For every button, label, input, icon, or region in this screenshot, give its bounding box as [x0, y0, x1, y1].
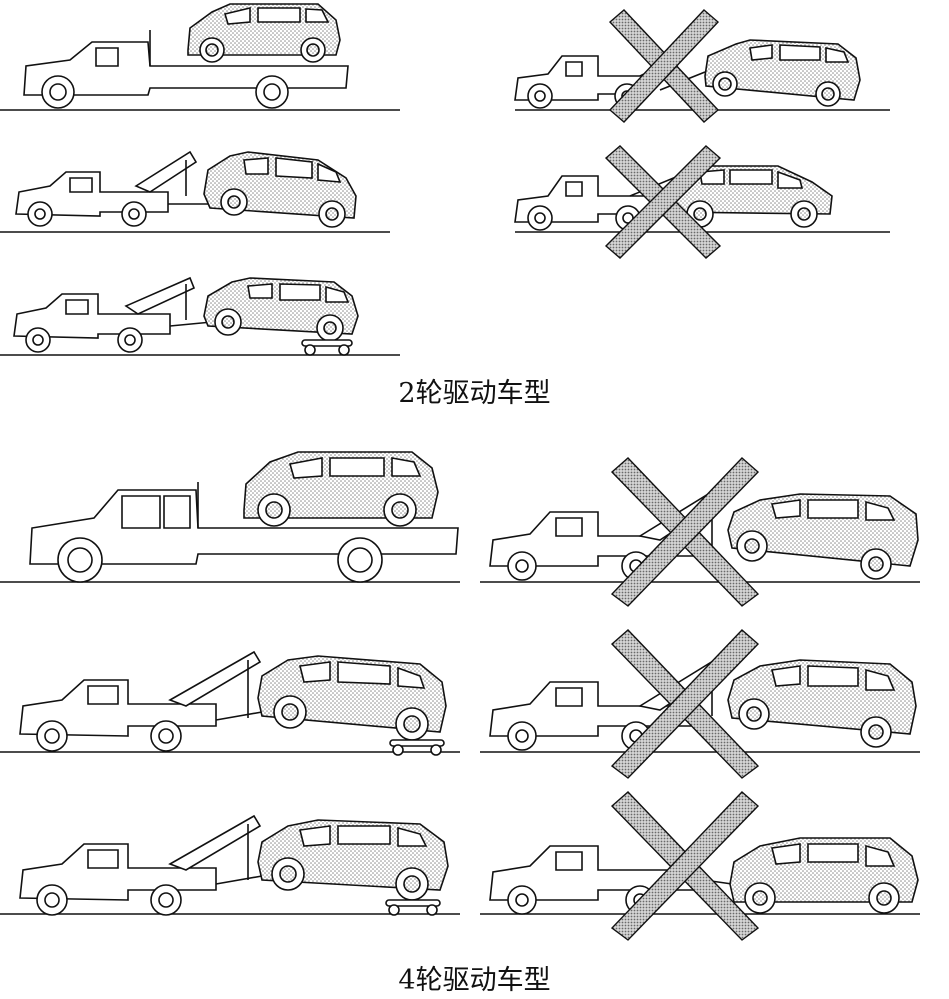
- scene-4wd-flat-tow-prohibited: [480, 791, 920, 941]
- towed-vehicle: [203, 151, 357, 228]
- tow-truck: [13, 276, 213, 353]
- scene-2wd-wheel-lift-rear: [0, 150, 390, 233]
- scene-2wd-flatbed: [0, 3, 400, 111]
- towed-vehicle: [729, 837, 919, 914]
- prohibited-cross-mark: [610, 629, 760, 779]
- scene-2wd-wheel-lift-dolly: [0, 276, 400, 356]
- towed-vehicle: [203, 277, 359, 342]
- tow-truck: [23, 30, 349, 109]
- tow-dolly: [385, 899, 441, 916]
- scene-2wd-wheel-lift-front-prohibited: [514, 9, 890, 123]
- towed-vehicle: [257, 819, 449, 901]
- scene-4wd-flatbed: [0, 451, 460, 583]
- caption-two-wheel-drive: 2轮驱动车型: [398, 378, 551, 409]
- towed-vehicle: [704, 39, 861, 107]
- tow-truck: [29, 482, 459, 583]
- prohibited-cross-mark: [610, 457, 760, 607]
- scene-4wd-wheel-lift-front-prohibited: [480, 629, 920, 779]
- towed-vehicle: [727, 659, 917, 748]
- scene-4wd-wheel-lift-front-dolly: [0, 814, 460, 916]
- tow-truck: [19, 814, 263, 916]
- prohibited-cross-mark: [608, 9, 720, 123]
- prohibited-cross-mark: [604, 145, 722, 259]
- tow-dolly: [389, 739, 445, 756]
- scene-2wd-wheel-lift-rear-prohibited: [514, 145, 890, 259]
- tow-truck: [15, 150, 210, 227]
- tow-truck: [19, 650, 263, 752]
- scene-4wd-wheel-lift-rear-prohibited: [480, 457, 920, 607]
- towed-vehicle: [727, 493, 919, 580]
- caption-four-wheel-drive: 4轮驱动车型: [398, 965, 551, 996]
- scene-4wd-wheel-lift-dolly: [0, 650, 460, 756]
- prohibited-cross-mark: [610, 791, 760, 941]
- towed-vehicle: [257, 655, 447, 741]
- towed-vehicle: [187, 3, 341, 63]
- towed-vehicle: [243, 451, 439, 527]
- tow-dolly: [301, 339, 353, 356]
